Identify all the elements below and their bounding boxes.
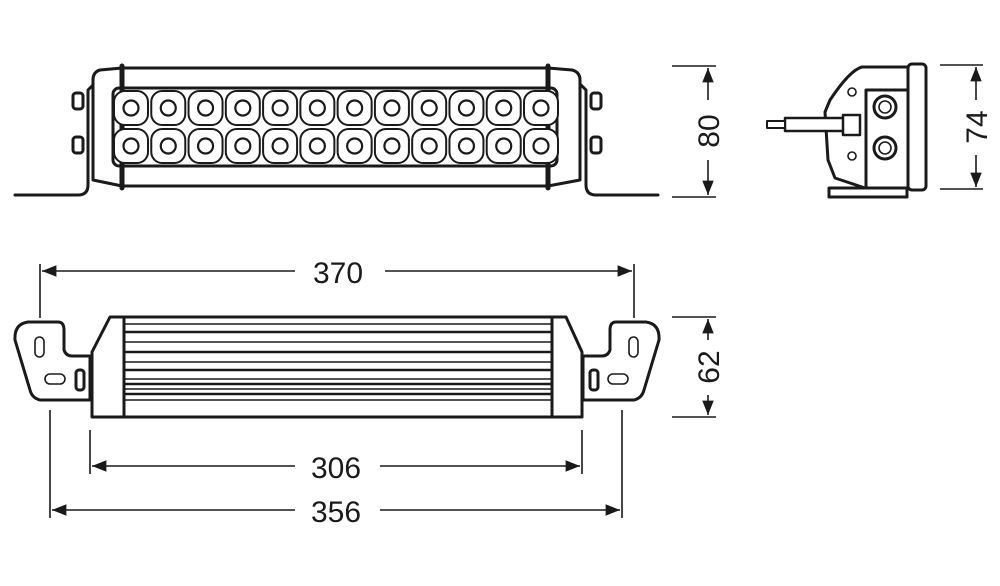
dimension-label-74: 74: [961, 110, 994, 143]
led: [187, 90, 224, 126]
bottom-view: [13, 315, 661, 419]
led: [224, 90, 261, 126]
led: [373, 90, 410, 126]
led: [113, 90, 149, 126]
side-lens-frame: [906, 62, 928, 192]
led: [150, 90, 187, 126]
left-bolt-bottom: [71, 135, 85, 155]
dimension-front-height: 80: [672, 65, 726, 198]
right-bottom-end-cap: [550, 315, 584, 419]
led-array: [113, 90, 559, 164]
led: [523, 128, 559, 164]
heatsink-fins: [124, 323, 552, 401]
led: [336, 90, 373, 126]
cable-plug: [766, 120, 786, 129]
led: [224, 128, 261, 164]
dimension-side-height: 74: [940, 64, 994, 190]
left-bolt-top: [71, 91, 85, 111]
power-cable: [783, 116, 852, 133]
led: [299, 90, 336, 126]
side-view: [766, 62, 928, 199]
led: [485, 128, 522, 164]
led: [448, 90, 485, 126]
dimension-label-306: 306: [311, 452, 361, 485]
led: [262, 128, 299, 164]
led: [411, 90, 448, 126]
left-mount-bracket: [13, 83, 95, 197]
front-view: [13, 63, 660, 197]
right-bolt-top: [589, 91, 603, 111]
cable-gland: [841, 113, 862, 137]
dimension-label-370: 370: [313, 257, 363, 290]
led: [150, 128, 187, 164]
dimension-bracket-span: 356: [49, 410, 623, 529]
dimension-bottom-depth: 62: [672, 316, 726, 418]
left-bottom-end-cap: [90, 315, 126, 419]
dimension-overall-width: 370: [39, 257, 635, 318]
dimension-label-80: 80: [693, 114, 726, 147]
led: [448, 128, 485, 164]
dimension-body-length: 306: [89, 430, 583, 485]
led: [113, 128, 149, 164]
led: [187, 128, 224, 164]
left-bottom-bracket: [13, 320, 92, 402]
led: [411, 128, 448, 164]
led: [262, 90, 299, 126]
led: [523, 90, 559, 126]
led: [336, 128, 373, 164]
dimension-label-356: 356: [311, 496, 361, 529]
right-bolt-bottom: [589, 135, 603, 155]
led: [485, 90, 522, 126]
led: [373, 128, 410, 164]
right-mount-bracket: [579, 83, 660, 197]
dimension-label-62: 62: [693, 350, 726, 383]
led: [299, 128, 336, 164]
